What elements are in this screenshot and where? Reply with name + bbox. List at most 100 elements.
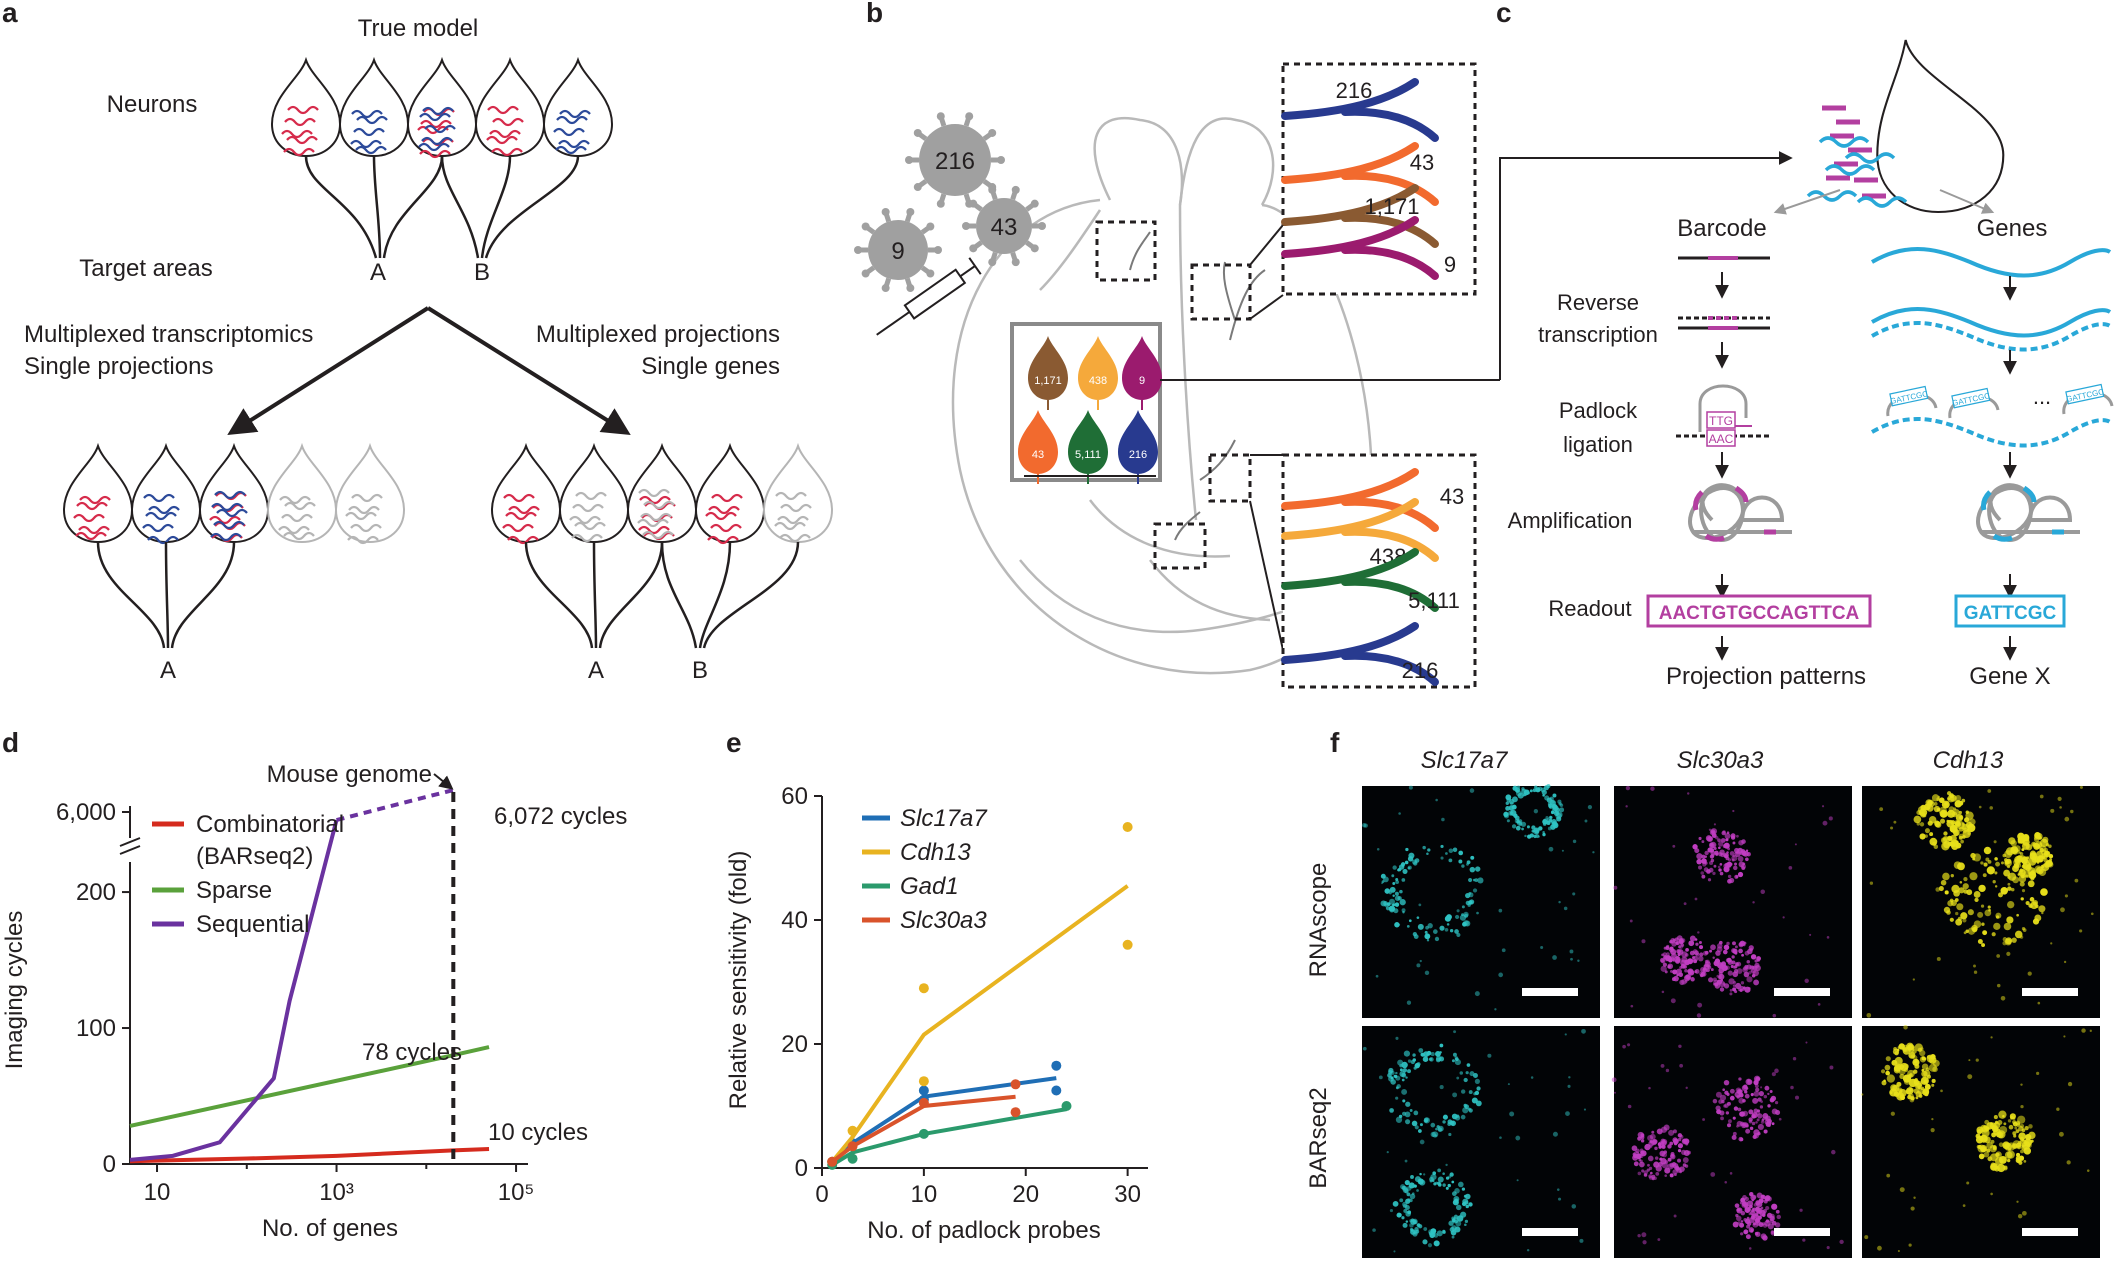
neuron-soma: [131, 445, 201, 543]
gene-padlock-dots: ...: [2033, 384, 2051, 409]
right-branch-subtitle: Single genes: [641, 353, 780, 380]
panel-c-label: c: [1496, 0, 1512, 28]
data-point: [847, 1125, 858, 1136]
axon-branch: 43: [1281, 142, 1439, 206]
data-point: [1122, 939, 1133, 950]
series-line: [336, 788, 454, 822]
panel-e-label: e: [726, 727, 742, 758]
axis-break: [119, 845, 141, 855]
micrograph: [1613, 785, 1852, 1018]
panel-f: f Slc17a7 Slc30a3 Cdh13 RNAscope BARseq2: [1305, 727, 2100, 1258]
x-axis-label: No. of padlock probes: [867, 1217, 1100, 1244]
col-label-cdh13: Cdh13: [1933, 747, 2004, 774]
y-axis-label: Imaging cycles: [1, 911, 28, 1070]
cell-count-label: 216: [1129, 449, 1147, 461]
y-tick-label: 200: [76, 879, 116, 906]
left-branch-subtitle: Single projections: [24, 353, 213, 380]
axon-branch: 216: [1281, 622, 1439, 686]
x-tick-label: 30: [1114, 1181, 1141, 1208]
x-tick-label: 20: [1012, 1181, 1039, 1208]
neuron-soma: [491, 445, 561, 543]
series-line: [830, 1094, 1016, 1164]
brain-roi-2: [1190, 263, 1252, 321]
axon-branch: 216: [1281, 78, 1439, 142]
x-tick-label: 10⁵: [498, 1179, 535, 1206]
injection-cell: 1,171: [1028, 336, 1068, 410]
micrograph: [1361, 784, 1600, 1018]
data-point: [918, 1085, 929, 1096]
brain-fibers: [1129, 231, 1266, 541]
gene-padlock: GATTCGC: [1886, 385, 1938, 417]
col-label-slc17a7: Slc17a7: [1421, 747, 1509, 774]
padlock-label-2: ligation: [1563, 432, 1633, 457]
axon-branch: 1,171: [1281, 184, 1439, 248]
micrograph: [1861, 1025, 2100, 1258]
area-b-label: B: [474, 259, 490, 286]
data-point: [827, 1156, 838, 1167]
axon-count-label: 1,171: [1364, 194, 1419, 219]
cell-count-label: 5,111: [1075, 449, 1101, 461]
y-tick-label: 100: [76, 1015, 116, 1042]
data-point: [1051, 1085, 1062, 1096]
cycles-10-annotation: 10 cycles: [488, 1119, 588, 1146]
x-tick-label: 10: [144, 1179, 171, 1206]
right-area-b-label: B: [692, 657, 708, 684]
legend-label: Sequential: [196, 911, 309, 938]
amplification-label: Amplification: [1508, 508, 1633, 533]
axon-count-label: 9: [1444, 252, 1456, 277]
gene-sequence: GATTCGC: [1964, 603, 2057, 624]
col-label-slc30a3: Slc30a3: [1677, 747, 1764, 774]
left-branch-arrow: [227, 306, 430, 435]
true-model-label: True model: [358, 15, 479, 42]
right-branch-title: Multiplexed projections: [536, 321, 780, 348]
virus-label: 43: [991, 214, 1018, 241]
virus-particles: 216 43 9: [854, 112, 1046, 293]
y-tick-label: 60: [781, 783, 808, 810]
data-point: [847, 1141, 858, 1152]
virus-icon: 43: [962, 185, 1046, 267]
panel-b-label: b: [866, 0, 883, 28]
brain-roi-1: [1095, 220, 1157, 282]
padlock-top-seq: TTG: [1709, 414, 1733, 428]
injection-cell: 43: [1018, 410, 1058, 484]
barcode-sequence: AACTGTGCCAGTTCA: [1659, 603, 1860, 624]
padlock-label-1: Padlock: [1559, 398, 1638, 423]
mouse-genome-annotation: Mouse genome: [267, 761, 432, 788]
cell-count-label: 1,171: [1034, 375, 1062, 387]
data-point: [918, 983, 929, 994]
panel-a: a True model Neurons Target areas A B Mu…: [2, 0, 833, 684]
y-tick-label: 0: [795, 1155, 808, 1182]
data-point: [1122, 822, 1133, 832]
data-point: [918, 1128, 929, 1139]
scale-bar: [1774, 1228, 1830, 1236]
injection-cell: 9: [1122, 336, 1162, 410]
right-branch-arrow: [426, 306, 631, 435]
scale-bar: [1522, 988, 1578, 996]
micrograph: [1862, 785, 2100, 1018]
axon-count-label: 5,111: [1408, 588, 1460, 613]
panel-c: c Barcode Genes Reverse transcription Pa…: [1496, 0, 2114, 690]
neuron-soma: [63, 445, 133, 543]
panel-f-label: f: [1330, 727, 1340, 758]
row-label-rnascope: RNAscope: [1305, 863, 1332, 978]
gene-padlock: GATTCGC: [2062, 383, 2114, 415]
micrograph: [1362, 1026, 1600, 1258]
cell-count-label: 438: [1089, 375, 1107, 387]
virus-icon: 216: [905, 112, 1005, 208]
true-model-neurons: [271, 59, 613, 259]
legend-label: Slc17a7: [900, 805, 988, 832]
cell-contents: [1806, 105, 1908, 208]
series-line: [129, 1147, 490, 1164]
left-model-neurons: [63, 445, 405, 649]
virus-label: 9: [891, 238, 904, 265]
genes-label: Genes: [1977, 215, 2048, 242]
legend-label: Cdh13: [900, 839, 971, 866]
rt-label-2: transcription: [1538, 322, 1658, 347]
